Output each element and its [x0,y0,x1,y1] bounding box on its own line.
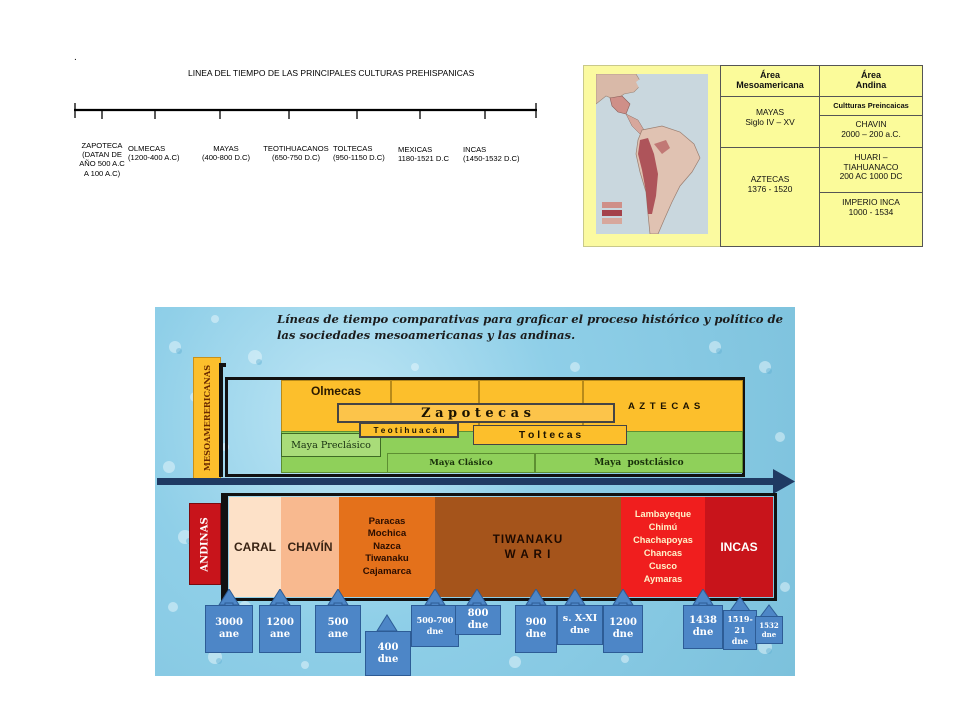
timeline-label-toltecas: TOLTECAS (950-1150 D.C) [333,144,385,163]
bar-teotihuacan: T e o t i h u a c á n [359,422,459,438]
cell-imperio-inca-text: IMPERIO INCA 1000 - 1534 [842,197,900,217]
bar-maya-postclasico-label: Maya postclásico [594,458,684,468]
block-chavin: CHAVÍN [281,497,339,597]
cell-huari-tiahuanaco: HUARI – TIAHUANACO 200 AC 1000 DC [819,147,923,193]
time-axis-arrow [157,469,795,494]
mesoamericanas-tab: MESOAMERERICANAS [193,357,221,479]
panel-title: Líneas de tiempo comparativas para grafi… [277,312,784,342]
date-1519-21-dne-label: 1519-21 dne [727,613,753,646]
timeline-label-mexicas: MEXICAS 1180-1521 D.C [398,145,449,164]
bar-zapotecas-label: Z a p o t e c a s [421,405,531,421]
block-tiwanaku-label: TIWANAKU W A R I [492,533,564,561]
date-900-dne: 900 dne [515,605,557,653]
block-incas-label: INCAS [720,540,758,554]
timeline-label-olmecas: OLMECAS (1200-400 A.C) [128,144,180,163]
bar-maya-postclasico: Maya postclásico [535,453,743,473]
andinas-tab: ANDINAS [189,503,221,585]
block-paracas: Paracas Mochica Nazca Tiwanaku Cajamarca [339,497,435,597]
cell-aztecas-text: AZTECAS 1376 - 1520 [747,174,793,194]
timeline-label-teotihuacanos: TEOTIHUACANOS (650-750 D.C) [263,144,329,163]
date-1200-dne-label: 1200 dne [609,617,637,640]
header-area-mesoamericana-text: Área Mesoamericana [736,70,804,90]
header-area-andina-text: Área Andina [855,70,887,90]
block-tiwanaku-wari: TIWANAKU W A R I [435,497,621,597]
stray-mark: . [74,52,77,63]
date-500-ane-label: 500 ane [327,617,349,640]
comparative-timeline-panel: Líneas de tiempo comparativas para grafi… [155,307,795,676]
mesoamerica-bracket-top [219,363,226,367]
date-500-700-dne: 500-700 dne [411,605,459,647]
bar-teotihuacan-label: T e o t i h u a c á n [373,425,445,435]
date-400-dne: 400 dne [365,631,411,676]
mesoamericanas-tab-label: MESOAMERERICANAS [202,364,212,472]
header-area-mesoamericana: Área Mesoamericana [720,65,820,97]
mesoamerica-bracket [219,363,223,477]
bar-maya-clasico: Maya Clásico [387,453,535,473]
date-400-dne-label: 400 dne [377,641,399,665]
cell-huari-tiahuanaco-text: HUARI – TIAHUANACO 200 AC 1000 DC [839,152,903,182]
americas-map-image [596,74,708,234]
cell-chavin-text: CHAVIN 2000 – 200 a.C. [841,119,901,139]
date-900-dne-label: 900 dne [525,617,547,640]
timeline-title: LINEA DEL TIEMPO DE LAS PRINCIPALES CULT… [188,68,475,78]
date-800-dne: 800 dne [455,605,501,635]
bar-maya-clasico-label: Maya Clásico [429,458,493,468]
bar-aztecas-label: A Z T E C A S [628,400,702,412]
bar-toltecas: T o l t e c a s [473,425,627,445]
date-1200-ane-label: 1200 ane [266,617,294,640]
cell-imperio-inca: IMPERIO INCA 1000 - 1534 [819,192,923,247]
andinas-tab-label: ANDINAS [199,516,211,572]
bar-toltecas-label: T o l t e c a s [518,429,582,441]
cell-mayas-text: MAYAS Siglo IV – XV [745,107,795,127]
date-s-x-xi-dne: s. X-XI dne [557,605,603,645]
date-800-dne-label: 800 dne [467,608,489,631]
date-1519-21-dne: 1519-21 dne [723,610,757,650]
block-lambayeque-label: Lambayeque Chimú Chachapoyas Chancas Cus… [633,509,693,584]
timeline-label-zapoteca: ZAPOTECA (DATAN DE AÑO 500 A.C A 100 A.C… [79,141,125,178]
water-drops-background [163,315,790,669]
block-chavin-label: CHAVÍN [287,540,333,554]
andes-bracket [221,493,225,601]
date-500-ane: 500 ane [315,605,361,653]
cell-mayas: MAYAS Siglo IV – XV [720,96,820,148]
header-area-andina: Área Andina [819,65,923,97]
mesoamerica-frame [225,377,745,477]
block-caral-label: CARAL [234,540,276,554]
date-3000-ane: 3000 ane [205,605,253,653]
block-lambayeque: Lambayeque Chimú Chachapoyas Chancas Cus… [621,497,705,597]
bar-olmecas-label: Olmecas [310,384,362,398]
date-1200-dne: 1200 dne [603,605,643,653]
bar-zapotecas: Z a p o t e c a s [337,403,615,423]
timeline-label-mayas: MAYAS (400-800 D.C) [201,144,251,163]
block-incas: INCAS [705,497,773,597]
timeline-label-incas: INCAS (1450-1532 D.C) [463,145,520,164]
cell-chavin: CHAVIN 2000 – 200 a.C. [819,115,923,148]
date-1200-ane: 1200 ane [259,605,301,653]
andes-frame [225,493,777,601]
date-1532-dne-label: 1532 dne [759,621,779,639]
date-500-700-dne-label: 500-700 dne [416,615,454,636]
block-caral: CARAL [229,497,281,597]
date-1532-dne: 1532 dne [755,616,783,644]
cell-aztecas: AZTECAS 1376 - 1520 [720,147,820,247]
bar-maya-preclasico-label: Maya Preclásico [291,439,371,451]
date-1438-dne: 1438 dne [683,605,723,649]
cell-culturas-preincaicas-text: Cultturas Preincaicas [833,101,909,111]
date-3000-ane-label: 3000 ane [215,617,243,640]
date-1438-dne-label: 1438 dne [689,615,717,638]
date-s-x-xi-dne-label: s. X-XI dne [562,613,598,636]
cell-culturas-preincaicas: Cultturas Preincaicas [819,96,923,116]
block-paracas-label: Paracas Mochica Nazca Tiwanaku Cajamarca [362,515,412,577]
